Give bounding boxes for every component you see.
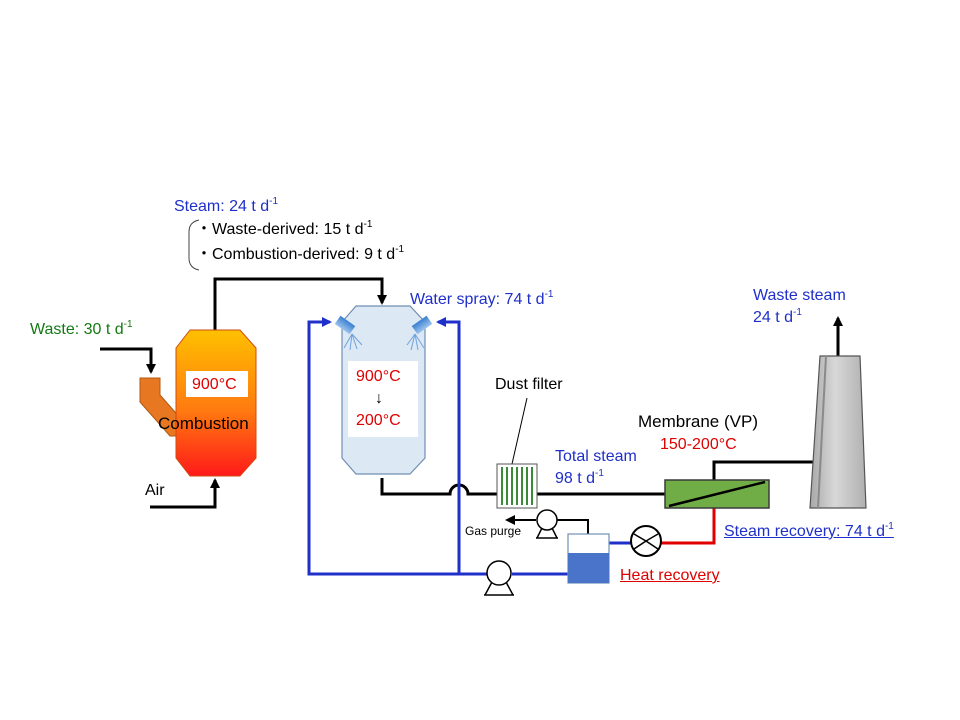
steam-breakdown-bracket — [188, 219, 200, 271]
total-steam-label: Total steam — [555, 448, 637, 465]
quench-temp-box — [348, 361, 418, 437]
water-pump-icon — [484, 560, 514, 596]
total-steam-value: 98 t d-1 — [555, 468, 604, 488]
stack-shading — [817, 355, 827, 509]
waste-feed-line — [100, 347, 156, 374]
spray-nozzle-right-icon — [411, 315, 433, 335]
dust-filter-label: Dust filter — [495, 376, 563, 393]
quench-temp-out: 200°C — [356, 412, 401, 429]
dust-filter-elements — [501, 467, 533, 505]
air-feed-line — [150, 478, 220, 509]
water-level — [568, 553, 609, 583]
membrane-temp: 150-200°C — [660, 436, 737, 453]
membrane-separator — [668, 480, 766, 508]
gas-line-to-filter — [380, 478, 497, 496]
combustor-temp: 900°C — [192, 376, 237, 393]
water-loop-right — [436, 317, 461, 574]
combustion-label: Combustion — [158, 414, 249, 433]
waste-steam-value: 24 t d-1 — [753, 307, 802, 327]
steam-recovery-label: Steam recovery: 74 t d-1 — [724, 521, 894, 541]
heat-recovery-label: Heat recovery — [620, 567, 720, 584]
gas-purge-label: Gas purge — [465, 524, 522, 538]
combustor-temp-box — [186, 371, 248, 397]
waste-steam-label: Waste steam — [753, 287, 846, 304]
waste-derived-label: ・Waste-derived: 15 t d-1 — [196, 219, 373, 239]
spray-jets-icon — [343, 333, 425, 351]
membrane-label: Membrane (VP) — [638, 412, 758, 431]
water-loop-left — [307, 317, 487, 576]
steam-label: Steam: 24 t d-1 — [174, 196, 279, 216]
steam-line — [213, 277, 387, 330]
steam-recovery-line — [661, 508, 716, 545]
heat-exchanger-icon — [630, 525, 662, 557]
dust-filter-callout — [511, 397, 528, 465]
air-label: Air — [145, 482, 165, 499]
water-spray-label: Water spray: 74 t d-1 — [410, 289, 554, 309]
quench-temp-arrow-icon: ↓ — [375, 390, 383, 407]
gas-purge-line — [557, 519, 589, 536]
spray-nozzle-left-icon — [334, 315, 356, 335]
gas-purge-pump-icon — [536, 509, 558, 539]
waste-label: Waste: 30 t d-1 — [30, 319, 133, 339]
combustor-vessel — [175, 329, 257, 477]
quench-temp-in: 900°C — [356, 368, 401, 385]
combustion-derived-label: ・Combustion-derived: 9 t d-1 — [196, 244, 405, 264]
